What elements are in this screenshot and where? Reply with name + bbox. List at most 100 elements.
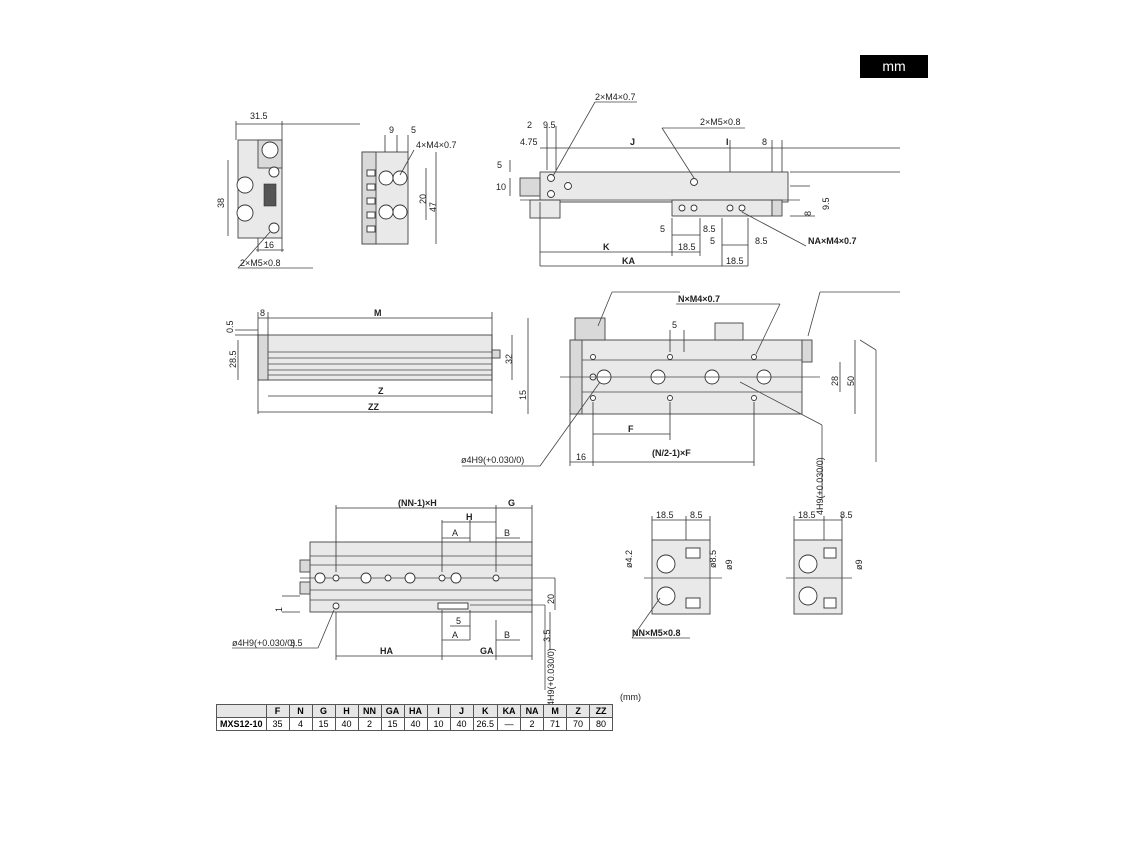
dim-A-1: A xyxy=(452,528,458,538)
table-header-cell: F xyxy=(265,704,290,718)
table-header-cell: H xyxy=(334,704,359,718)
end-view-small: 9 5 4×M4×0.7 20 47 xyxy=(361,125,457,245)
side-view-middle: 8 M 0.5 28.5 32 Z ZZ xyxy=(225,308,514,414)
label-NN: NN×M5×0.8 xyxy=(632,628,681,638)
label-4H9-b: 4H9(+0.030/0) xyxy=(546,648,556,706)
dim-47: 47 xyxy=(428,202,438,212)
table-header-cell: GA xyxy=(380,704,405,718)
table-cell: 15 xyxy=(311,717,336,731)
table-cell: 80 xyxy=(589,717,614,731)
table-cell: 26.5 xyxy=(472,717,499,731)
table-header-cell: NN xyxy=(357,704,382,718)
dim-8-5-d: 8.5 xyxy=(840,510,853,520)
table-header-cell: J xyxy=(449,704,474,718)
dim-J: J xyxy=(630,137,635,147)
dim-H: H xyxy=(466,512,473,522)
dim-GA: GA xyxy=(480,646,494,656)
label-NA: NA×M4×0.7 xyxy=(808,236,857,246)
dim-20-b: 20 xyxy=(546,594,556,604)
table-header-cell: ZZ xyxy=(589,704,614,718)
dim-3-5-b: 3.5 xyxy=(290,638,303,648)
top-view-middle: N×M4×0.7 5 15 28 50 F 16 (N/2-1)×F ø4H9(… xyxy=(461,291,900,515)
end-detail-left: 18.5 8.5 ø4.2 ø8.5 ø9 NN×M5×0.8 xyxy=(624,510,734,639)
dim-ZZ: ZZ xyxy=(368,402,379,412)
dim-18-5-d: 18.5 xyxy=(798,510,816,520)
table-unit: (mm) xyxy=(620,692,641,702)
side-view-top: 2×M4×0.7 2×M5×0.8 2 9.5 4.75 J I 8 5 10 … xyxy=(496,92,900,267)
dim-3-5-a: 3.5 xyxy=(542,629,552,642)
table-header-cell: I xyxy=(426,704,451,718)
label-2xm5-a: 2×M5×0.8 xyxy=(240,258,281,268)
dim-phi9-a: ø9 xyxy=(724,559,734,570)
table-header-cell: G xyxy=(311,704,336,718)
dim-18-5-c: 18.5 xyxy=(656,510,674,520)
dim-20-a: 20 xyxy=(418,194,428,204)
dim-18-5-a: 18.5 xyxy=(678,242,696,252)
dim-phi9-b: ø9 xyxy=(854,559,864,570)
label-2xm5-b: 2×M5×0.8 xyxy=(700,117,741,127)
table-cell: 2 xyxy=(520,717,545,731)
table-cell: 40 xyxy=(403,717,428,731)
dim-38: 38 xyxy=(216,198,226,208)
dim-phi4-2: ø4.2 xyxy=(624,550,634,568)
dim-16-b: 16 xyxy=(576,452,586,462)
dim-8-c: 8 xyxy=(260,308,265,318)
table-cell: 35 xyxy=(265,717,290,731)
dim-M: M xyxy=(374,308,382,318)
table-cell: 40 xyxy=(334,717,359,731)
label-2xm4: 2×M4×0.7 xyxy=(595,92,636,102)
end-view-left: 31.5 38 16 2×M5×0.8 xyxy=(216,111,360,269)
table-header-cell: M xyxy=(543,704,568,718)
dim-50: 50 xyxy=(846,376,856,386)
dim-B-2: B xyxy=(504,630,510,640)
table-header-cell: KA xyxy=(497,704,522,718)
dim-28-5: 28.5 xyxy=(228,350,238,368)
dim-8-b: 8 xyxy=(803,211,813,216)
dim-5-a: 5 xyxy=(411,125,416,135)
dim-I: I xyxy=(726,137,729,147)
table-header-cell: NA xyxy=(520,704,545,718)
end-detail-right: 18.5 8.5 ø9 xyxy=(786,510,864,615)
label-4H9-a: 4H9(+0.030/0) xyxy=(815,457,825,515)
dim-8-5-c: 8.5 xyxy=(690,510,703,520)
table-cell: 10 xyxy=(426,717,451,731)
label-phi4H9-a: ø4H9(+0.030/0) xyxy=(461,455,524,465)
unit-badge: mm xyxy=(860,55,928,78)
table-cell: — xyxy=(497,717,522,731)
table-header-cell: K xyxy=(472,704,499,718)
table-header-cell: HA xyxy=(403,704,428,718)
dim-9-5-a: 9.5 xyxy=(543,120,556,130)
bottom-view: (NN-1)×H G H A B 1 20 5 A B 3.5 HA GA ø4… xyxy=(232,498,556,706)
dim-K: K xyxy=(603,242,610,252)
dim-G: G xyxy=(508,498,515,508)
dim-28: 28 xyxy=(830,376,840,386)
dim-5-d: 5 xyxy=(710,236,715,246)
dim-A-2: A xyxy=(452,630,458,640)
table-cell: 70 xyxy=(566,717,591,731)
dim-Z: Z xyxy=(378,386,384,396)
table-header-cell: N xyxy=(288,704,313,718)
dim-9: 9 xyxy=(389,125,394,135)
table-cell: 40 xyxy=(449,717,474,731)
dim-8-5-a: 8.5 xyxy=(703,224,716,234)
dim-NF-expr: (N/2-1)×F xyxy=(652,448,691,458)
dim-8-a: 8 xyxy=(762,137,767,147)
label-4xm4: 4×M4×0.7 xyxy=(416,140,457,150)
dim-5-b: 5 xyxy=(497,160,502,170)
table-cell: 15 xyxy=(380,717,405,731)
table-cell: 4 xyxy=(288,717,313,731)
dim-15: 15 xyxy=(518,390,528,400)
dim-2: 2 xyxy=(527,120,532,130)
dim-10: 10 xyxy=(496,182,506,192)
dim-1: 1 xyxy=(274,607,284,612)
table-cell: 71 xyxy=(543,717,568,731)
dim-8-5-b: 8.5 xyxy=(755,236,768,246)
table-header-cell xyxy=(216,704,267,718)
table-cell: 2 xyxy=(357,717,382,731)
dim-5-e: 5 xyxy=(672,320,677,330)
dim-KA: KA xyxy=(622,256,635,266)
